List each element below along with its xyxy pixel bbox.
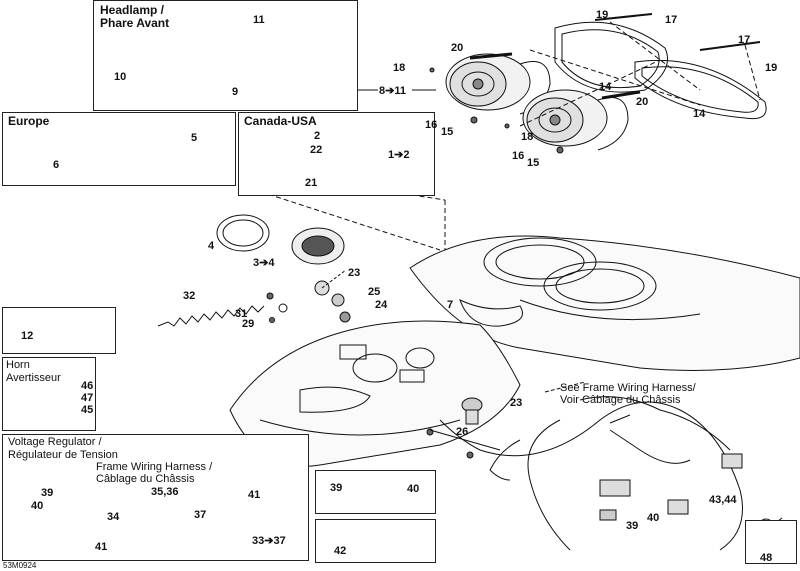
canada-usa-box: [238, 112, 435, 196]
headlamp-housing-icon: [429, 13, 767, 154]
callout-23-top: 23: [348, 267, 361, 279]
callout-46: 46: [81, 380, 94, 392]
callout-40-reg: 40: [31, 500, 44, 512]
callout-17-right: 17: [738, 34, 751, 46]
callout-40-harness: 40: [647, 512, 660, 524]
canada-usa-title: Canada-USA: [244, 114, 317, 128]
callout-31: 31: [235, 308, 248, 320]
callout-16-top: 16: [425, 119, 438, 131]
callout-26: 26: [456, 426, 469, 438]
frame-harness-reg-line2: Câblage du Châssis: [96, 473, 195, 485]
headlamp-title: Headlamp / Phare Avant: [100, 4, 169, 30]
callout-25: 25: [368, 286, 381, 298]
voltage-regulator-title-line1: Voltage Regulator /: [8, 436, 102, 448]
callout-19-top: 19: [596, 9, 609, 21]
europe-title: Europe: [8, 114, 50, 128]
frame-harness-reg-line1: Frame Wiring Harness /: [96, 461, 213, 473]
horn-box: [2, 357, 96, 431]
callout-48: 48: [760, 552, 773, 564]
callout-41-right: 41: [248, 489, 261, 501]
callout-19-right: 19: [765, 62, 778, 74]
callout-33-37: 33➔37: [252, 535, 286, 547]
horn-title: Horn Avertisseur: [6, 359, 61, 385]
callout-18-top: 18: [393, 62, 406, 74]
callout-4: 4: [208, 240, 215, 252]
callout-15-mid: 15: [527, 157, 540, 169]
console-panel-icon: [409, 235, 800, 371]
callout-12: 12: [21, 330, 34, 342]
voltage-regulator-title-line2: Régulateur de Tension: [8, 449, 118, 461]
callout-42: 42: [334, 545, 347, 557]
callout-10: 10: [114, 71, 127, 83]
headlamp-box: [93, 0, 358, 111]
callout-16-mid: 16: [512, 150, 525, 162]
spring-icon: [157, 292, 274, 327]
drawing-code: 53M0924: [3, 561, 37, 570]
item-42-box: [315, 519, 436, 563]
callout-20-top: 20: [451, 42, 464, 54]
callout-37: 37: [194, 509, 207, 521]
item-39-40-box: [315, 470, 436, 514]
callout-8-11: 8➔11: [379, 85, 406, 97]
callout-43-44: 43,44: [709, 494, 737, 506]
voltage-regulator-box: [2, 434, 309, 561]
callout-2: 2: [314, 130, 321, 142]
horn-title-line1: Horn: [6, 359, 30, 371]
voltage-regulator-title: Voltage Regulator / Régulateur de Tensio…: [8, 436, 118, 462]
callout-14-top: 14: [599, 81, 612, 93]
callout-32: 32: [183, 290, 196, 302]
frame-harness-reg-note: Frame Wiring Harness / Câblage du Châssi…: [96, 461, 212, 485]
callout-40-box: 40: [407, 483, 420, 495]
wiring-harness-icon: [426, 381, 743, 551]
callout-5: 5: [191, 132, 198, 144]
callout-15-top: 15: [441, 126, 454, 138]
callout-17-top: 17: [665, 14, 678, 26]
frame-harness-line1: See Frame Wiring Harness/: [560, 382, 696, 394]
callout-21: 21: [305, 177, 318, 189]
callout-6: 6: [53, 159, 60, 171]
headlamp-title-line1: Headlamp /: [100, 3, 165, 17]
callout-47: 47: [81, 392, 94, 404]
callout-29: 29: [242, 318, 255, 330]
callout-24: 24: [375, 299, 388, 311]
item-48-box: [745, 520, 797, 564]
callout-35-36: 35,36: [151, 486, 179, 498]
callout-45: 45: [81, 404, 94, 416]
frame-harness-line2: Voir Câblage du Châssis: [560, 394, 681, 406]
callout-34: 34: [107, 511, 120, 523]
callout-22: 22: [310, 144, 323, 156]
callout-1-2: 1➔2: [388, 149, 410, 161]
callout-7: 7: [447, 299, 454, 311]
callout-39-harness: 39: [626, 520, 639, 532]
callout-41-left: 41: [95, 541, 108, 553]
callout-11: 11: [253, 14, 265, 26]
callout-20-mid: 20: [636, 96, 649, 108]
callout-18-mid: 18: [521, 131, 534, 143]
headlamp-title-line2: Phare Avant: [100, 16, 170, 30]
callout-14-mid: 14: [693, 108, 706, 120]
europe-box: [2, 112, 236, 186]
callout-9: 9: [232, 86, 239, 98]
callout-39-box: 39: [330, 482, 343, 494]
frame-harness-note: See Frame Wiring Harness/ Voir Câblage d…: [560, 382, 696, 406]
horn-title-line2: Avertisseur: [6, 372, 61, 384]
item-12-box: [2, 307, 116, 354]
callout-23-bottom: 23: [510, 397, 523, 409]
callout-3-4: 3➔4: [253, 257, 275, 269]
callout-39-reg: 39: [41, 487, 54, 499]
